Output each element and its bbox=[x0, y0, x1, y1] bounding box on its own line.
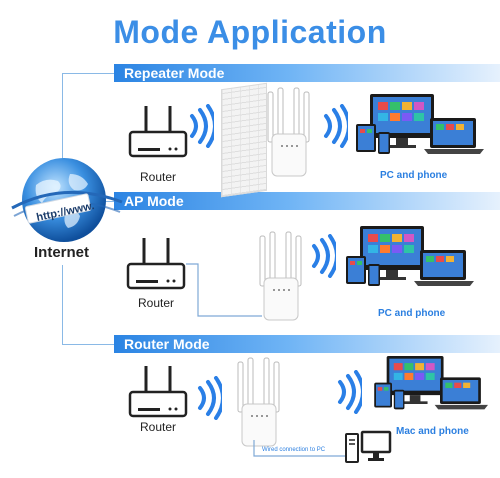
router-icon bbox=[128, 366, 188, 418]
devices-group bbox=[374, 356, 488, 410]
mode-band-ap: AP Mode bbox=[114, 192, 500, 210]
router-icon bbox=[126, 238, 186, 290]
router-icon bbox=[128, 106, 188, 158]
wifi-waves-icon bbox=[312, 234, 336, 278]
wifi-waves-icon bbox=[338, 370, 362, 414]
tablet-icon bbox=[346, 256, 366, 284]
mode-band-router: Router Mode bbox=[114, 335, 500, 353]
extender-device-icon bbox=[267, 87, 310, 177]
monitor-icon bbox=[370, 94, 434, 148]
tablet-icon bbox=[356, 124, 376, 152]
devices-caption: PC and phone bbox=[380, 170, 448, 181]
router-label: Router bbox=[138, 296, 175, 310]
extender-device-icon bbox=[259, 231, 302, 321]
router-label: Router bbox=[140, 170, 177, 184]
laptop-icon bbox=[424, 118, 484, 154]
tablet-icon bbox=[374, 382, 392, 408]
wifi-waves-icon bbox=[190, 104, 214, 148]
devices-group bbox=[346, 226, 474, 286]
extender-device-icon bbox=[237, 357, 280, 447]
connector-line bbox=[62, 265, 63, 345]
connector-line bbox=[62, 344, 122, 345]
connector-line bbox=[62, 73, 63, 203]
page-title: Mode Application bbox=[113, 14, 387, 50]
monitor-icon bbox=[360, 226, 424, 280]
devices-caption: Mac and phone bbox=[396, 426, 469, 437]
globe-icon bbox=[11, 158, 123, 242]
wifi-waves-icon bbox=[198, 376, 222, 420]
phone-icon bbox=[378, 132, 390, 154]
internet-label: Internet bbox=[34, 244, 90, 261]
laptop-icon bbox=[434, 377, 488, 410]
wall-image bbox=[221, 82, 267, 198]
router-label: Router bbox=[140, 420, 177, 434]
monitor-icon bbox=[386, 356, 444, 404]
ethernet-cable bbox=[253, 440, 350, 457]
desktop-tower-icon bbox=[345, 430, 392, 463]
mode-band-repeater: Repeater Mode bbox=[114, 64, 500, 82]
laptop-icon bbox=[414, 250, 474, 286]
connector-line bbox=[62, 73, 122, 74]
devices-group bbox=[356, 94, 484, 154]
wifi-waves-icon bbox=[324, 104, 348, 148]
devices-caption: PC and phone bbox=[378, 308, 446, 319]
phone-icon bbox=[393, 389, 405, 410]
ethernet-cable bbox=[186, 263, 262, 317]
wired-caption: Wired connection to PC bbox=[262, 447, 326, 453]
phone-icon bbox=[368, 264, 380, 286]
